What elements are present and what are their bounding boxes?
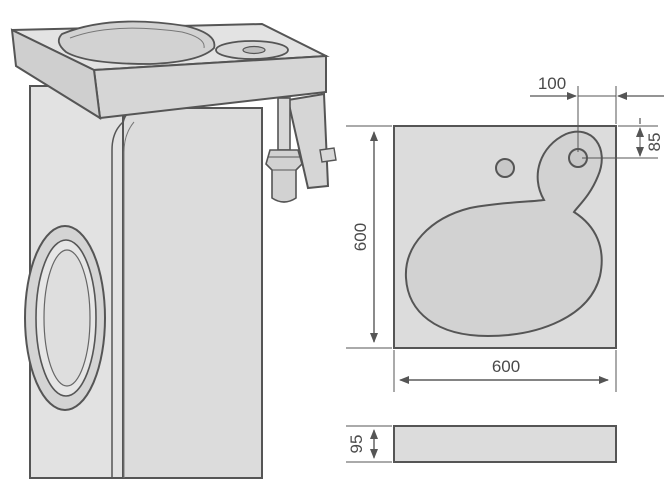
dim-drain-offset-y-label: 85 — [645, 133, 664, 152]
dim-top-depth: 600 — [346, 125, 392, 349]
plan-basin-shape — [404, 130, 603, 338]
dim-top-width: 600 — [393, 350, 617, 392]
washer-front-inner-edge — [123, 121, 135, 478]
side-view-slab — [393, 425, 617, 463]
sink-over-washer-illustration — [10, 20, 337, 479]
dim-drain-offset-x: 100 — [530, 74, 664, 152]
dim-drain-offset-x-label: 100 — [538, 74, 566, 93]
dim-drain-offset-y: 85 — [582, 118, 664, 159]
plan-view: 600 600 100 85 — [346, 74, 664, 392]
dim-top-width-label: 600 — [492, 357, 520, 376]
dim-thickness-label: 95 — [347, 435, 366, 454]
dim-thickness: 95 — [346, 425, 392, 463]
countertop-sink — [10, 20, 330, 120]
side-view: 95 — [346, 425, 617, 463]
sink-basin — [57, 20, 216, 65]
washing-machine — [24, 85, 263, 479]
sink-side-face — [10, 28, 102, 120]
drain-side-outlet — [319, 147, 337, 163]
washer-front-edge — [111, 121, 124, 478]
plan-tap-hole — [495, 158, 515, 178]
washer-front-panel — [122, 107, 263, 479]
sink-drain-hole — [242, 45, 266, 55]
drain-pipe-elbow — [265, 149, 303, 203]
dim-top-depth-label: 600 — [351, 223, 370, 251]
drain-bracket — [286, 92, 330, 190]
washer-door-glass — [43, 249, 91, 387]
sink-basin-inner — [69, 27, 205, 49]
drain-pipe-vertical — [277, 97, 291, 151]
siphon-drain — [265, 92, 337, 203]
